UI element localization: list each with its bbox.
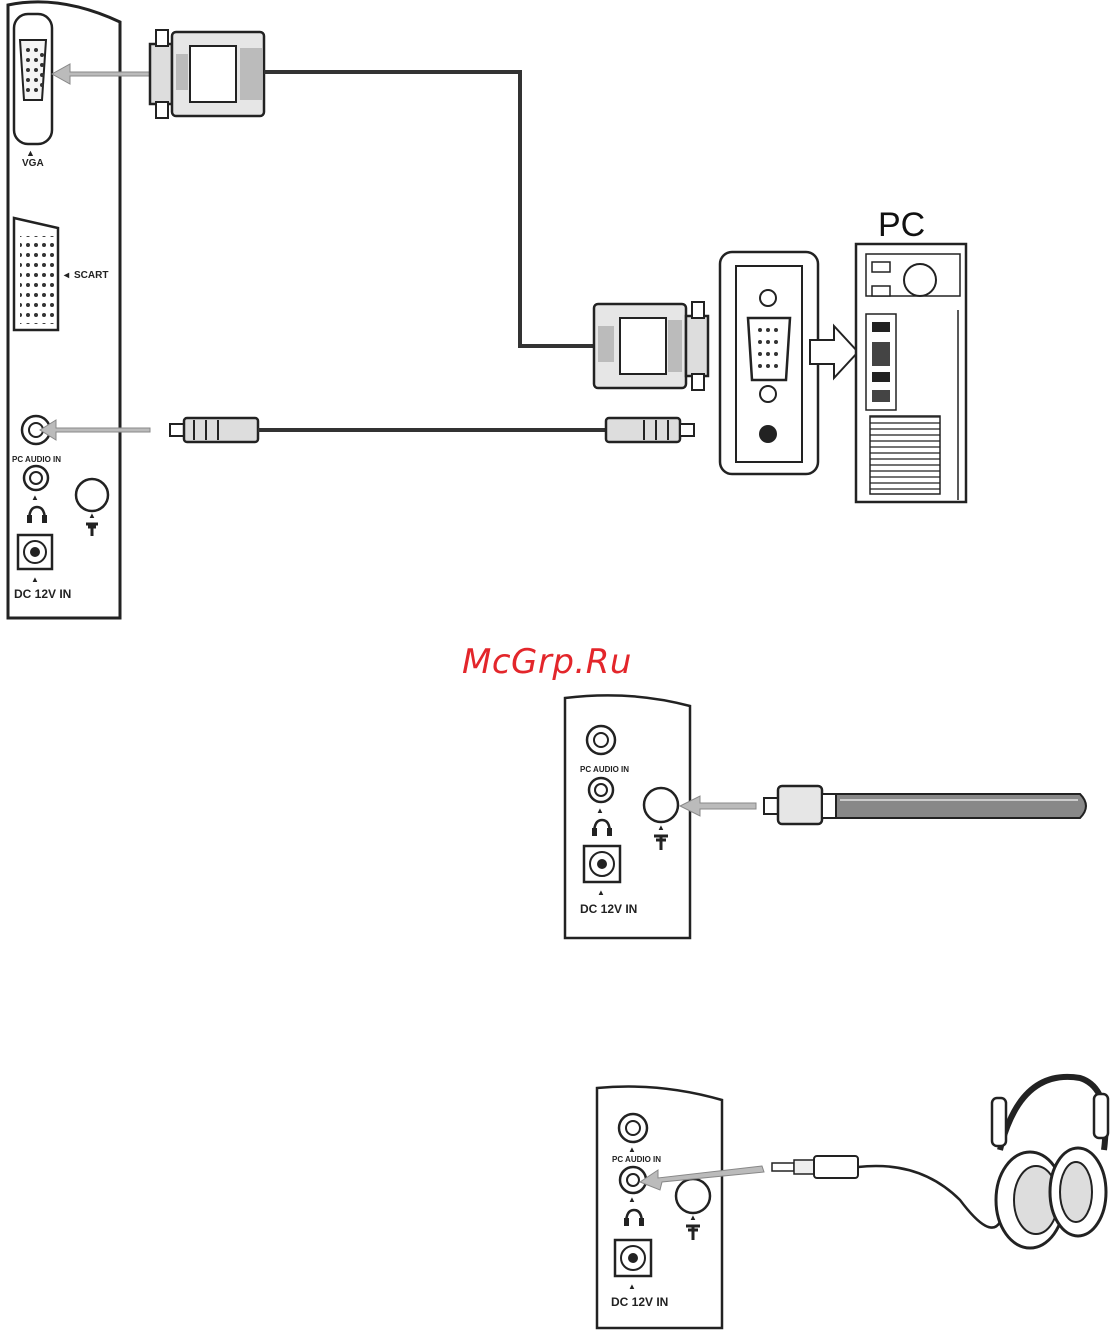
vga-arrow: ▲: [26, 148, 35, 158]
tv-rear-panel: ▲ VGA ◂ SCART PC AUDIO IN ▲: [8, 2, 120, 618]
svg-text:▲: ▲: [31, 493, 39, 502]
antenna-socket[interactable]: [644, 788, 678, 822]
scart-port[interactable]: [14, 218, 58, 330]
tv-rear-panel: PC AUDIO IN ▲ ▲ ▲: [565, 695, 690, 938]
pc-audio-in-jack[interactable]: [619, 1114, 647, 1142]
antenna-socket[interactable]: [76, 479, 108, 511]
pc-audio-in-label: PC AUDIO IN: [612, 1155, 661, 1164]
pc-connector-panel: [720, 252, 818, 474]
vga-plug-pc-side: [594, 302, 708, 390]
diagram-antenna: PC AUDIO IN ▲ ▲ ▲: [565, 695, 1086, 938]
dc-12v-in-jack[interactable]: [584, 846, 620, 882]
svg-text:▲: ▲: [31, 575, 39, 584]
dc-12v-in-label: DC 12V IN: [14, 587, 71, 601]
dc-12v-in-jack[interactable]: [615, 1240, 651, 1276]
rca-audio-cable: [170, 418, 694, 442]
pc-label: PC: [878, 206, 925, 244]
pc-audio-in-jack[interactable]: [587, 726, 615, 754]
pc-tower: [856, 244, 966, 502]
dc-12v-in-label: DC 12V IN: [611, 1295, 668, 1309]
vga-port[interactable]: [14, 14, 52, 144]
dc-12v-in-jack[interactable]: [18, 535, 52, 569]
svg-text:▲: ▲: [597, 888, 605, 897]
vga-plug-tv-side: [150, 30, 264, 118]
scart-arrow: ◂: [63, 270, 70, 281]
antenna-insert-arrow: [680, 796, 756, 816]
vga-cable: [264, 72, 594, 346]
pc-audio-in-label: PC AUDIO IN: [12, 455, 61, 464]
headphone-plug: [772, 1156, 1000, 1228]
svg-text:▲: ▲: [628, 1282, 636, 1291]
diagram-headphones: ▲ PC AUDIO IN ▲ ▲: [597, 1077, 1108, 1328]
svg-text:▲: ▲: [689, 1213, 697, 1222]
pc-audio-in-label: PC AUDIO IN: [580, 765, 629, 774]
svg-text:▲: ▲: [88, 511, 96, 520]
vga-label: VGA: [22, 158, 44, 169]
svg-text:▲: ▲: [628, 1195, 636, 1204]
antenna-cable: [764, 786, 1086, 824]
svg-text:▲: ▲: [596, 806, 604, 815]
svg-text:▲: ▲: [628, 1145, 636, 1154]
watermark-text: McGrp.Ru: [462, 642, 632, 682]
svg-text:▲: ▲: [657, 823, 665, 832]
diagram-vga-pc: ▲ VGA ◂ SCART PC AUDIO IN ▲: [8, 2, 966, 618]
tv-rear-panel: ▲ PC AUDIO IN ▲ ▲: [597, 1087, 722, 1329]
scart-label: SCART: [74, 270, 108, 281]
antenna-socket[interactable]: [676, 1179, 710, 1213]
headphone-jack[interactable]: [589, 778, 613, 802]
dc-12v-in-label: DC 12V IN: [580, 902, 637, 916]
headphone-jack[interactable]: [24, 466, 48, 490]
headphones: [992, 1077, 1108, 1248]
